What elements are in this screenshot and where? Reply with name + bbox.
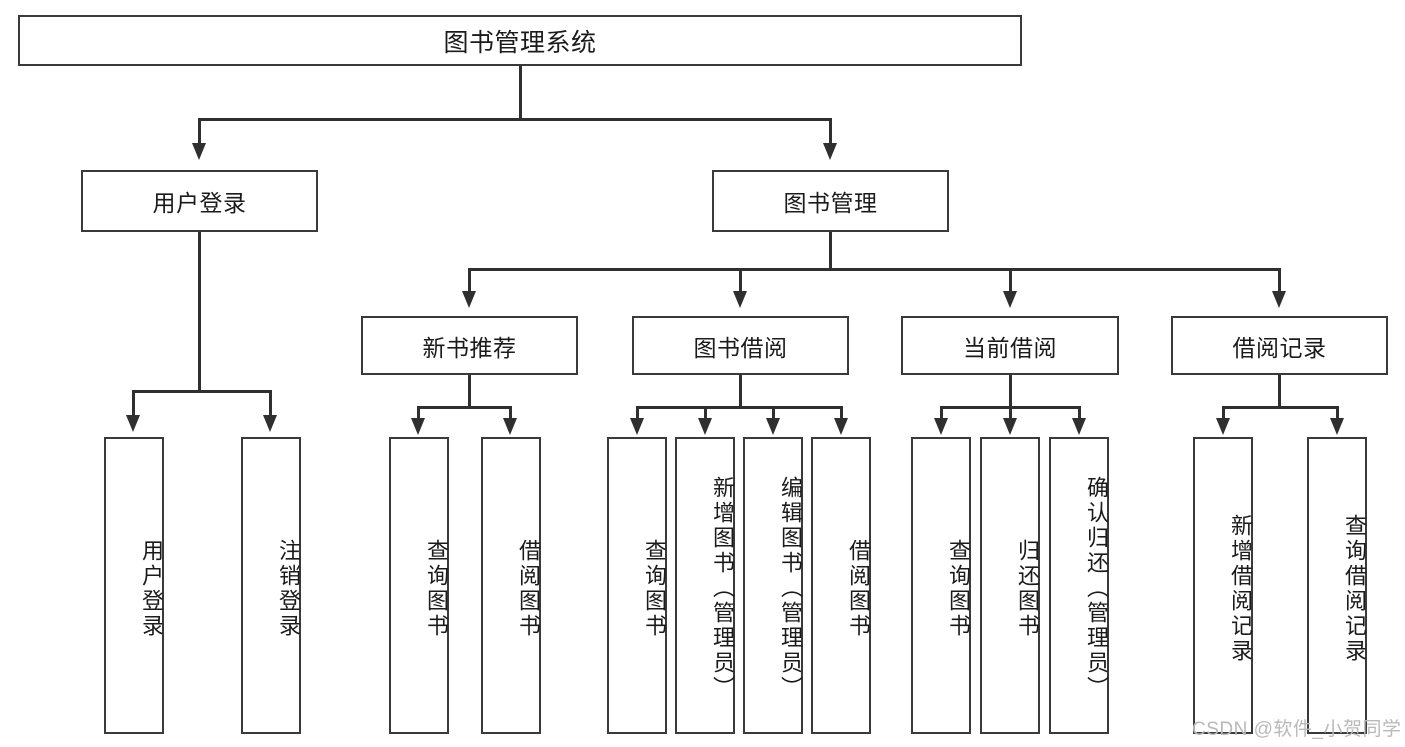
leaf-edit-book-label: 编辑图书（管理员） xyxy=(778,476,803,701)
leaf-logout-label: 注销登录 xyxy=(276,538,301,639)
node-book-borrow-label: 图书借阅 xyxy=(693,334,788,361)
arrowhead-to-current-borrow xyxy=(1003,291,1017,308)
leaf-return-book[interactable]: 归还图书 xyxy=(980,437,1040,734)
leaf-return-book-label: 归还图书 xyxy=(1015,538,1040,639)
arrowhead-bb-leaf-3 xyxy=(766,418,780,435)
connector-bb-drop-1 xyxy=(636,406,639,420)
connector-br-drop-1 xyxy=(1222,406,1225,420)
connector-nbr-drop-1 xyxy=(417,406,420,420)
connector-bb-drop-3 xyxy=(772,406,775,420)
arrowhead-br-leaf-2 xyxy=(1330,418,1344,435)
connector-book-borrow-stem xyxy=(739,375,742,408)
node-borrow-record-label: 借阅记录 xyxy=(1232,334,1327,361)
arrowhead-to-book-borrow xyxy=(733,291,747,308)
connector-borrow-record-bus xyxy=(1222,406,1337,409)
leaf-query-record[interactable]: 查询借阅记录 xyxy=(1307,437,1367,734)
leaf-query-book-2[interactable]: 查询图书 xyxy=(607,437,667,734)
leaf-query-book-1[interactable]: 查询图书 xyxy=(389,437,449,734)
connector-new-book-recommend-stem xyxy=(468,375,471,408)
leaf-add-book-label: 新增图书（管理员） xyxy=(710,476,735,701)
arrowhead-nbr-leaf-1 xyxy=(411,418,425,435)
connector-book-manage-stem xyxy=(829,232,832,270)
connector-user-login-bus xyxy=(132,390,270,393)
node-borrow-record[interactable]: 借阅记录 xyxy=(1171,316,1388,375)
connector-book-manage-drop-2 xyxy=(739,268,742,293)
connector-borrow-record-stem xyxy=(1278,375,1281,408)
connector-book-manage-drop-1 xyxy=(468,268,471,293)
leaf-query-record-label: 查询借阅记录 xyxy=(1342,513,1367,664)
connector-book-manage-drop-4 xyxy=(1278,268,1281,293)
leaf-borrow-book-2-label: 借阅图书 xyxy=(846,538,871,639)
arrowhead-nbr-leaf-2 xyxy=(503,418,517,435)
node-root-system[interactable]: 图书管理系统 xyxy=(18,15,1022,66)
leaf-borrow-book-2[interactable]: 借阅图书 xyxy=(811,437,871,734)
connector-book-manage-bus xyxy=(468,268,1280,271)
arrowhead-user-login-leaf-2 xyxy=(263,415,277,432)
leaf-confirm-return[interactable]: 确认归还（管理员） xyxy=(1049,437,1109,734)
leaf-borrow-book-1[interactable]: 借阅图书 xyxy=(481,437,541,734)
leaf-add-record-label: 新增借阅记录 xyxy=(1228,513,1253,664)
connector-br-drop-2 xyxy=(1336,406,1339,420)
connector-cb-drop-2 xyxy=(1009,406,1012,420)
arrowhead-bb-leaf-1 xyxy=(630,418,644,435)
node-user-login-label: 用户登录 xyxy=(152,190,247,216)
arrowhead-root-to-user-login xyxy=(192,143,206,160)
node-new-book-recommend-label: 新书推荐 xyxy=(422,334,517,361)
leaf-query-book-2-label: 查询图书 xyxy=(642,538,667,639)
node-book-manage[interactable]: 图书管理 xyxy=(712,170,949,232)
node-user-login[interactable]: 用户登录 xyxy=(81,170,318,232)
leaf-borrow-book-1-label: 借阅图书 xyxy=(516,538,541,639)
node-current-borrow-label: 当前借阅 xyxy=(963,334,1057,361)
connector-bb-drop-4 xyxy=(840,406,843,420)
connector-user-login-stem xyxy=(198,232,201,392)
arrowhead-to-new-book-recommend xyxy=(462,291,476,308)
connector-root-to-user-login xyxy=(198,118,201,145)
arrowhead-cb-leaf-1 xyxy=(934,418,948,435)
arrowhead-bb-leaf-4 xyxy=(834,418,848,435)
connector-root-stem xyxy=(519,66,522,118)
leaf-confirm-return-label: 确认归还（管理员） xyxy=(1084,476,1109,701)
connector-nbr-drop-2 xyxy=(509,406,512,420)
arrowhead-user-login-leaf-1 xyxy=(126,415,140,432)
arrowhead-br-leaf-1 xyxy=(1216,418,1230,435)
arrowhead-root-to-book-manage xyxy=(823,143,837,160)
connector-root-to-book-manage xyxy=(829,118,832,145)
leaf-user-login-label: 用户登录 xyxy=(139,538,164,639)
connector-user-login-drop-2 xyxy=(269,390,272,417)
connector-user-login-drop-1 xyxy=(132,390,135,417)
arrowhead-to-borrow-record xyxy=(1272,291,1286,308)
leaf-query-book-3[interactable]: 查询图书 xyxy=(911,437,971,734)
connector-new-book-recommend-bus xyxy=(417,406,510,409)
node-current-borrow[interactable]: 当前借阅 xyxy=(901,316,1119,375)
node-new-book-recommend[interactable]: 新书推荐 xyxy=(361,316,578,375)
connector-book-borrow-bus xyxy=(636,406,843,409)
connector-current-borrow-stem xyxy=(1009,375,1012,408)
connector-cb-drop-3 xyxy=(1078,406,1081,420)
leaf-add-book[interactable]: 新增图书（管理员） xyxy=(675,437,735,734)
node-root-label: 图书管理系统 xyxy=(443,28,597,57)
connector-book-manage-drop-3 xyxy=(1009,268,1012,293)
leaf-add-record[interactable]: 新增借阅记录 xyxy=(1193,437,1253,734)
leaf-logout[interactable]: 注销登录 xyxy=(241,437,301,734)
arrowhead-cb-leaf-3 xyxy=(1072,418,1086,435)
leaf-query-book-1-label: 查询图书 xyxy=(424,538,449,639)
node-book-manage-label: 图书管理 xyxy=(783,190,878,216)
arrowhead-cb-leaf-2 xyxy=(1003,418,1017,435)
arrowhead-bb-leaf-2 xyxy=(698,418,712,435)
leaf-user-login[interactable]: 用户登录 xyxy=(104,437,164,734)
connector-bb-drop-2 xyxy=(704,406,707,420)
node-book-borrow[interactable]: 图书借阅 xyxy=(632,316,849,375)
leaf-query-book-3-label: 查询图书 xyxy=(946,538,971,639)
connector-cb-drop-1 xyxy=(940,406,943,420)
connector-root-bus xyxy=(198,118,832,121)
leaf-edit-book[interactable]: 编辑图书（管理员） xyxy=(743,437,803,734)
